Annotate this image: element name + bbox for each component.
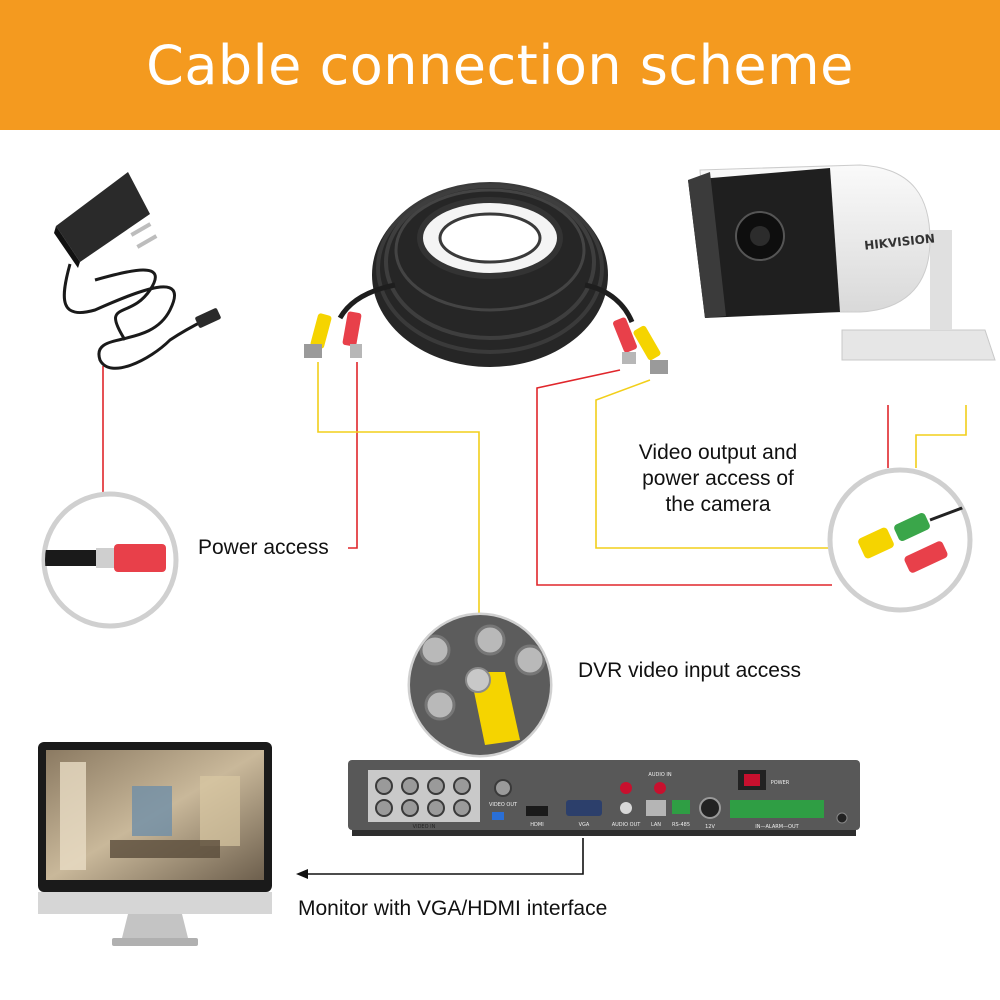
dvr-audio-out-label: AUDIO OUT	[612, 822, 642, 828]
label-dvr-input: DVR video input access	[578, 659, 801, 682]
label-monitor: Monitor with VGA/HDMI interface	[298, 897, 608, 920]
label-camera-output-line-2: power access of	[642, 467, 794, 490]
camera-video-wire	[915, 405, 967, 468]
dvr-video-in-label: VIDEO IN	[413, 824, 436, 830]
magnifier-power-plug	[41, 491, 179, 629]
dvr-alarm-label: IN—ALARM—OUT	[755, 824, 799, 830]
dvr-lan-label: LAN	[651, 822, 661, 828]
label-camera-output-line-3: the camera	[665, 493, 771, 516]
power-adapter	[54, 172, 221, 370]
dvr-vga-label: VGA	[579, 822, 590, 828]
coiled-cable	[304, 182, 668, 374]
bnc-inputs	[375, 777, 512, 817]
label-camera-output-line-1: Video output and	[638, 441, 798, 464]
bullet-camera: HIKVISION	[688, 164, 996, 361]
cable-video-wire-left	[317, 362, 480, 615]
dvr-hdmi-label: HDMI	[530, 822, 543, 828]
title-banner: Cable connection scheme	[0, 0, 1000, 130]
magnifier-dvr-inputs	[407, 612, 553, 758]
dvr-power-switch-label: POWER	[771, 780, 790, 786]
cable-power-wire-right	[536, 369, 832, 586]
monitor	[38, 742, 272, 946]
arrow-head-icon	[296, 869, 308, 879]
dvr-rs485-label: RS-485	[672, 822, 690, 828]
cable-power-wire-left	[348, 362, 358, 549]
dvr-back-panel: VIDEO IN VIDEO OUT HDMI VGA AUDIO IN AUD…	[348, 760, 860, 836]
page-title: Cable connection scheme	[146, 33, 854, 97]
label-camera-output: Video output and power access of the cam…	[608, 440, 828, 518]
dvr-audio-in-label: AUDIO IN	[648, 772, 671, 778]
cable-video-wire-right	[595, 379, 832, 549]
magnifier-camera-connectors	[827, 467, 973, 613]
label-power-access: Power access	[198, 536, 329, 559]
vga-to-monitor-wire	[304, 838, 584, 875]
dvr-12v-label: 12V	[705, 824, 715, 830]
wires	[102, 362, 967, 879]
dvr-video-out-label: VIDEO OUT	[489, 802, 518, 808]
